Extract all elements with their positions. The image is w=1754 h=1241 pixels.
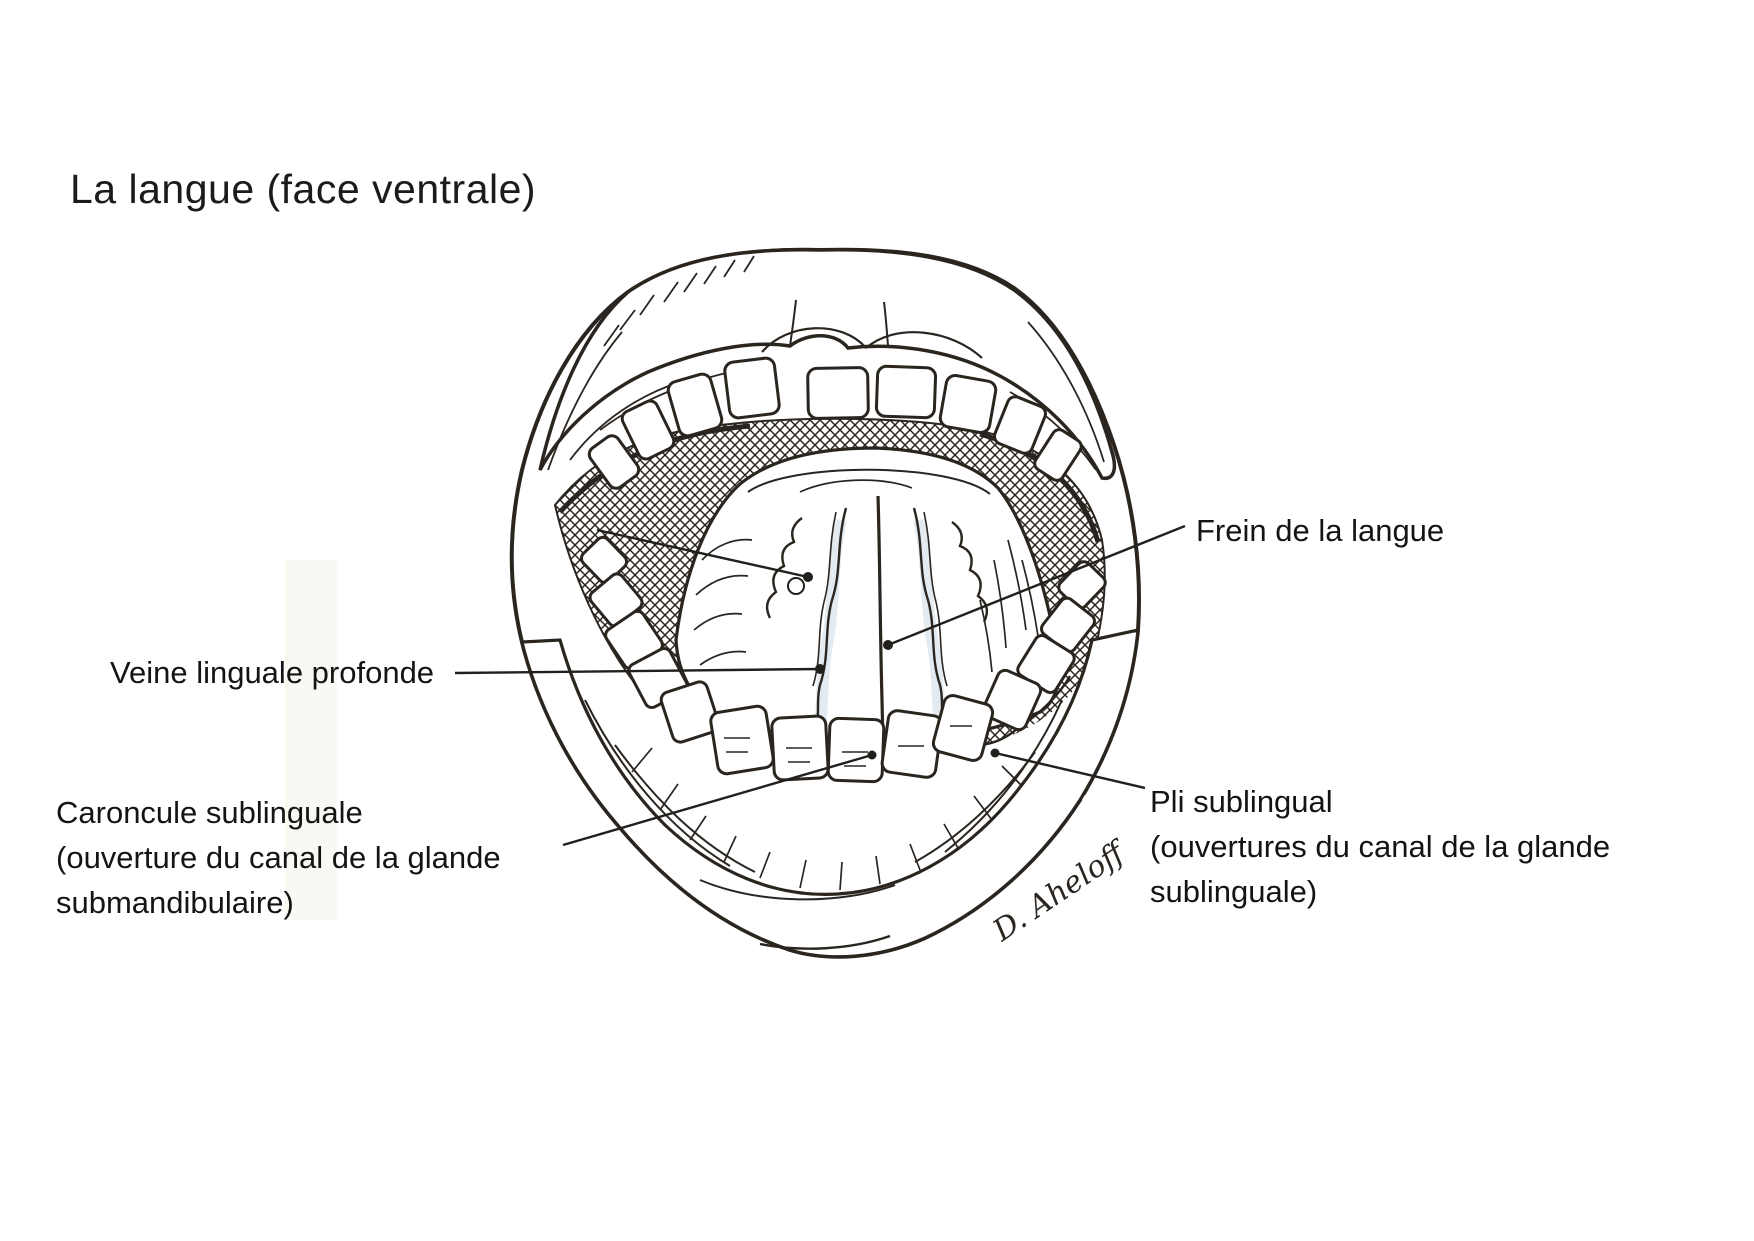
- fimbriated-fold-left: [765, 517, 803, 619]
- frenulum-midline: [876, 495, 885, 746]
- callout-dot-caroncule: [867, 750, 877, 760]
- leader-line-frein-de-la-langue: [887, 524, 1186, 647]
- deep-lingual-vein-left: [814, 507, 848, 729]
- paper-smudge: [285, 560, 337, 920]
- leader-line-caroncule-sublinguale: [562, 753, 873, 847]
- deep-lingual-vein-right: [912, 507, 946, 729]
- lower-teeth: [579, 535, 1107, 784]
- callout-dot-frein: [883, 640, 893, 650]
- label-line-3: submandibulaire): [56, 885, 294, 920]
- tongue-ventral-surface: [674, 446, 1061, 746]
- upper-teeth: [587, 356, 1083, 490]
- lower-lip: [519, 627, 1140, 959]
- label-line-1: Pli sublingual: [1150, 784, 1333, 819]
- label-veine-linguale-profonde: Veine linguale profonde: [110, 655, 435, 690]
- callout-dot-veine: [815, 664, 825, 674]
- leader-line-veine-linguale-profonde: [454, 667, 821, 675]
- callout-leader-lines: [454, 524, 1186, 847]
- label-caroncule-sublinguale: Caroncule sublinguale (ouverture du cana…: [56, 790, 501, 925]
- label-pli-sublingual: Pli sublingual (ouvertures du canal de l…: [1150, 779, 1610, 914]
- callout-dot-plica-fimbriata: [803, 572, 813, 582]
- label-frein-de-la-langue: Frein de la langue: [1196, 513, 1445, 548]
- leader-line-plica-fimbriata: [596, 528, 809, 579]
- leader-line-pli-sublingual: [994, 751, 1146, 790]
- callout-dot-pli: [990, 748, 1000, 758]
- label-line-2: (ouvertures du canal de la glande: [1150, 829, 1611, 864]
- page-title: La langue (face ventrale): [70, 166, 537, 212]
- label-line-3: sublinguale): [1150, 874, 1318, 909]
- fimbriated-fold-right: [951, 521, 989, 623]
- label-line-1: Caroncule sublinguale: [56, 795, 363, 830]
- label-line-2: (ouverture du canal de la glande: [56, 840, 501, 875]
